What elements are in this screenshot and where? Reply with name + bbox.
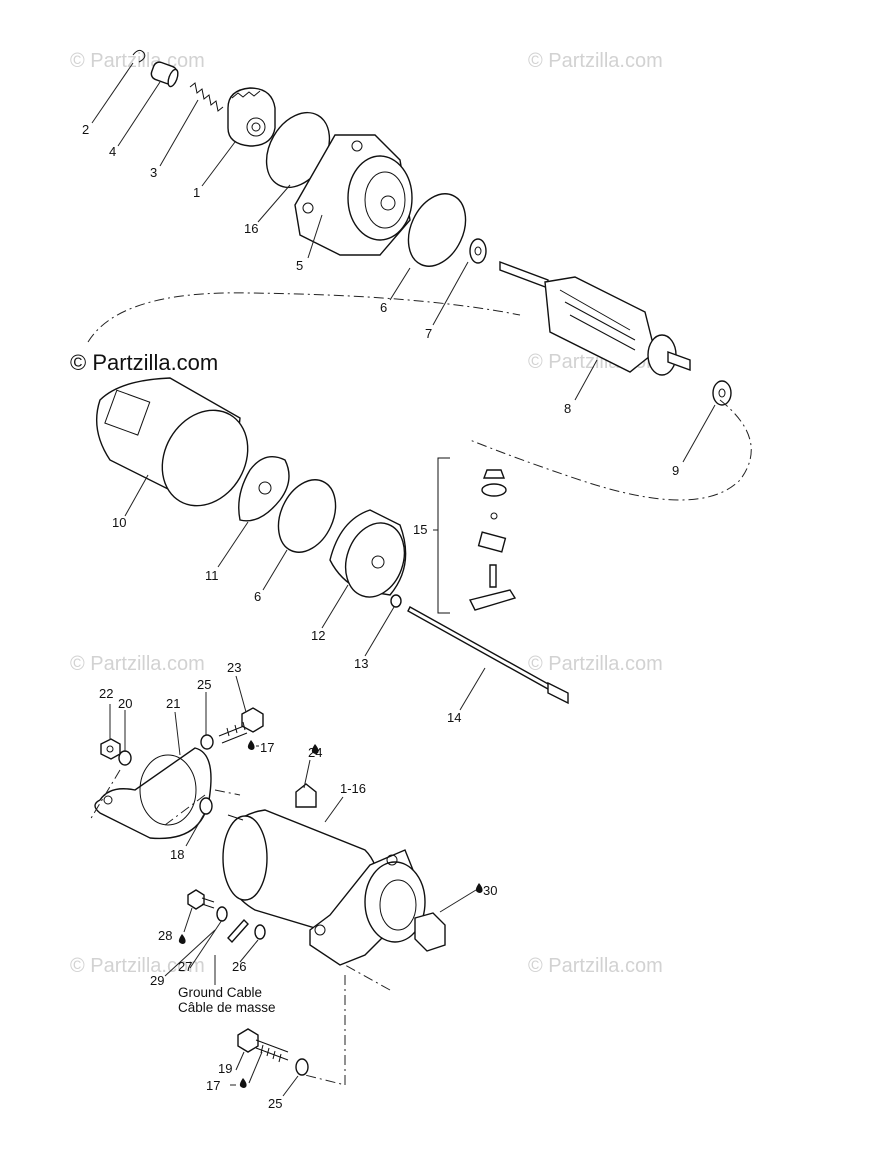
collar-4 [150, 61, 179, 88]
bolt-19 [237, 1028, 289, 1063]
brush-holder-11 [238, 456, 290, 522]
washer-7 [469, 238, 487, 264]
drive-gear-1 [227, 87, 276, 147]
label-part-9: 9 [672, 463, 679, 478]
o-ring-13 [390, 594, 402, 608]
label-part-22: 22 [99, 686, 113, 701]
label-part-7: 7 [425, 326, 432, 341]
bolt-23 [218, 707, 264, 744]
washer-18 [199, 797, 213, 815]
label-part-16: 16 [244, 221, 258, 236]
end-cover-12 [329, 509, 407, 598]
watermark-top-left: © Partzilla.com [70, 50, 205, 72]
washer-9 [712, 380, 732, 406]
washer-25-lower [295, 1058, 309, 1076]
label-part-2: 2 [82, 122, 89, 137]
armature-8 [499, 260, 691, 376]
alignment-line-bolt [304, 975, 346, 1086]
label-part-10: 10 [112, 515, 126, 530]
label-part-25a: 25 [197, 677, 211, 692]
lubricant-drop-icon [311, 744, 319, 754]
label-part-17b: 17 [206, 1078, 220, 1093]
label-part-20: 20 [118, 696, 132, 711]
label-part-25b: 25 [268, 1096, 282, 1111]
label-part-15: 15 [413, 522, 427, 537]
bracket-21 [94, 747, 212, 840]
label-part-18: 18 [170, 847, 184, 862]
drive-housing-5 [294, 134, 413, 256]
washer-20 [118, 750, 132, 766]
ground-cable-label: Ground Cable [178, 985, 262, 1000]
label-part-5: 5 [296, 258, 303, 273]
label-part-13: 13 [354, 656, 368, 671]
label-part-17a: 17 [260, 740, 274, 755]
o-ring-6-lower [277, 479, 337, 553]
label-part-14: 14 [447, 710, 461, 725]
label-part-23: 23 [227, 660, 241, 675]
label-part-27: 27 [178, 959, 192, 974]
label-part-1: 1 [193, 185, 200, 200]
starter-assembly-1-16 [222, 783, 446, 966]
label-part-19: 19 [218, 1061, 232, 1076]
label-part-28: 28 [158, 928, 172, 943]
washer-25-upper [200, 734, 214, 750]
label-part-29: 29 [150, 973, 164, 988]
yoke-housing-10 [95, 377, 249, 507]
bolt-28 [187, 889, 215, 910]
lubricant-drop-icon [230, 1078, 247, 1088]
lubricant-drop-icon [475, 883, 483, 893]
alignment-line-mount [344, 964, 391, 991]
snap-ring-2 [132, 49, 146, 63]
nut-22 [100, 738, 121, 760]
dashed-grouping-loop [87, 292, 752, 501]
cable-lug-26 [227, 918, 249, 944]
alignment-line-bracket [89, 769, 241, 826]
watermark-lower-left: © Partzilla.com [70, 653, 205, 675]
label-part-1-16: 1-16 [340, 781, 366, 796]
washer-26 [254, 924, 266, 940]
lubricant-drop-icon [247, 740, 259, 750]
watermark-bottom-right: © Partzilla.com [528, 955, 663, 977]
watermark-bottom-left: © Partzilla.com [70, 955, 205, 977]
terminal-kit-15 [437, 457, 517, 614]
washer-27 [216, 906, 228, 922]
label-part-21: 21 [166, 696, 180, 711]
spring-3 [189, 82, 224, 112]
watermark-top-right: © Partzilla.com [528, 50, 663, 72]
label-part-6b: 6 [254, 589, 261, 604]
ground-cable-label-fr: Câble de masse [178, 1000, 276, 1015]
label-part-6a: 6 [380, 300, 387, 315]
label-part-3: 3 [150, 165, 157, 180]
label-part-4: 4 [109, 144, 116, 159]
watermark-lower-right: © Partzilla.com [528, 653, 663, 675]
label-part-11: 11 [205, 568, 219, 583]
label-part-30: 30 [483, 883, 497, 898]
label-part-8: 8 [564, 401, 571, 416]
lubricant-drop-icon [178, 934, 186, 944]
leader-lines [91, 62, 716, 1097]
brand-logo-text: © Partzilla.com [70, 350, 218, 375]
through-bolt-14 [407, 606, 569, 705]
label-part-12: 12 [311, 628, 325, 643]
label-part-26: 26 [232, 959, 246, 974]
o-ring-6-upper [407, 193, 467, 267]
